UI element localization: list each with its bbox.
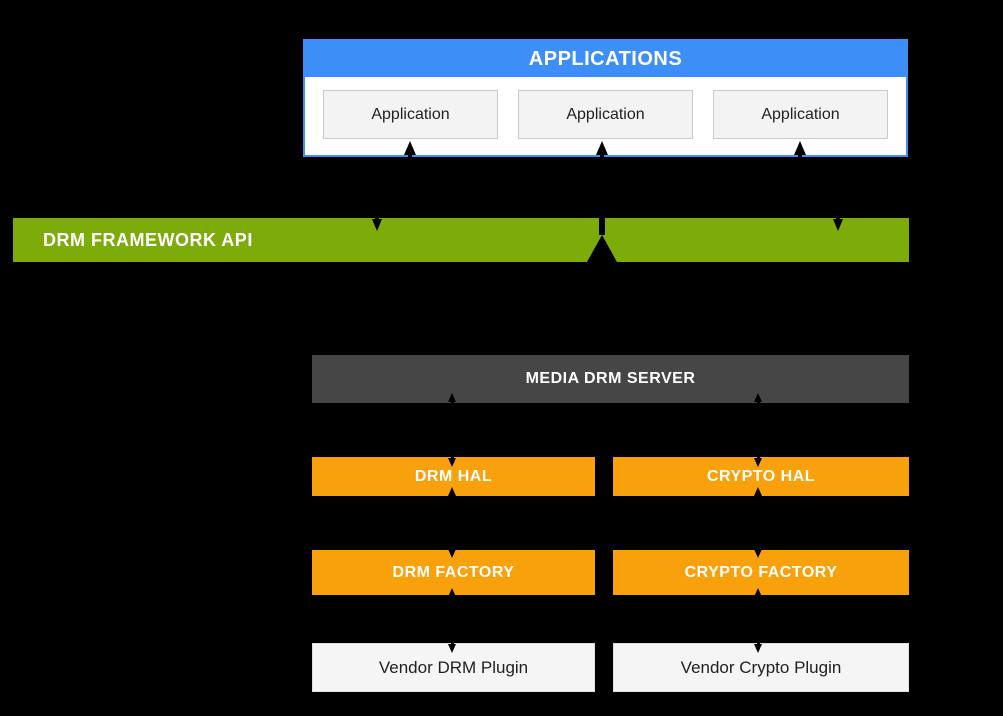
applications-title: APPLICATIONS [528, 47, 683, 70]
vendor-crypto-plugin-label: Vendor Crypto Plugin [680, 657, 842, 677]
application-box-1: Application [323, 90, 498, 139]
drm-hal-label: DRM HAL [414, 467, 493, 485]
application-box-3: Application [713, 90, 888, 139]
drm-factory-label: DRM FACTORY [392, 563, 515, 581]
applications-header: APPLICATIONS [305, 41, 906, 77]
application-label: Application [566, 105, 645, 123]
vendor-drm-plugin-label: Vendor DRM Plugin [378, 657, 529, 677]
drm-framework-api-label: DRM FRAMEWORK API [43, 229, 253, 250]
media-drm-server-label: MEDIA DRM SERVER [525, 370, 696, 387]
crypto-hal-label: CRYPTO HAL [706, 467, 816, 485]
media-drm-server-bar: MEDIA DRM SERVER [312, 355, 909, 403]
application-box-2: Application [518, 90, 693, 139]
crypto-factory-label: CRYPTO FACTORY [684, 563, 838, 581]
drm-framework-api-bar: DRM FRAMEWORK API [13, 218, 909, 262]
application-label: Application [761, 105, 840, 123]
application-label: Application [371, 105, 450, 123]
